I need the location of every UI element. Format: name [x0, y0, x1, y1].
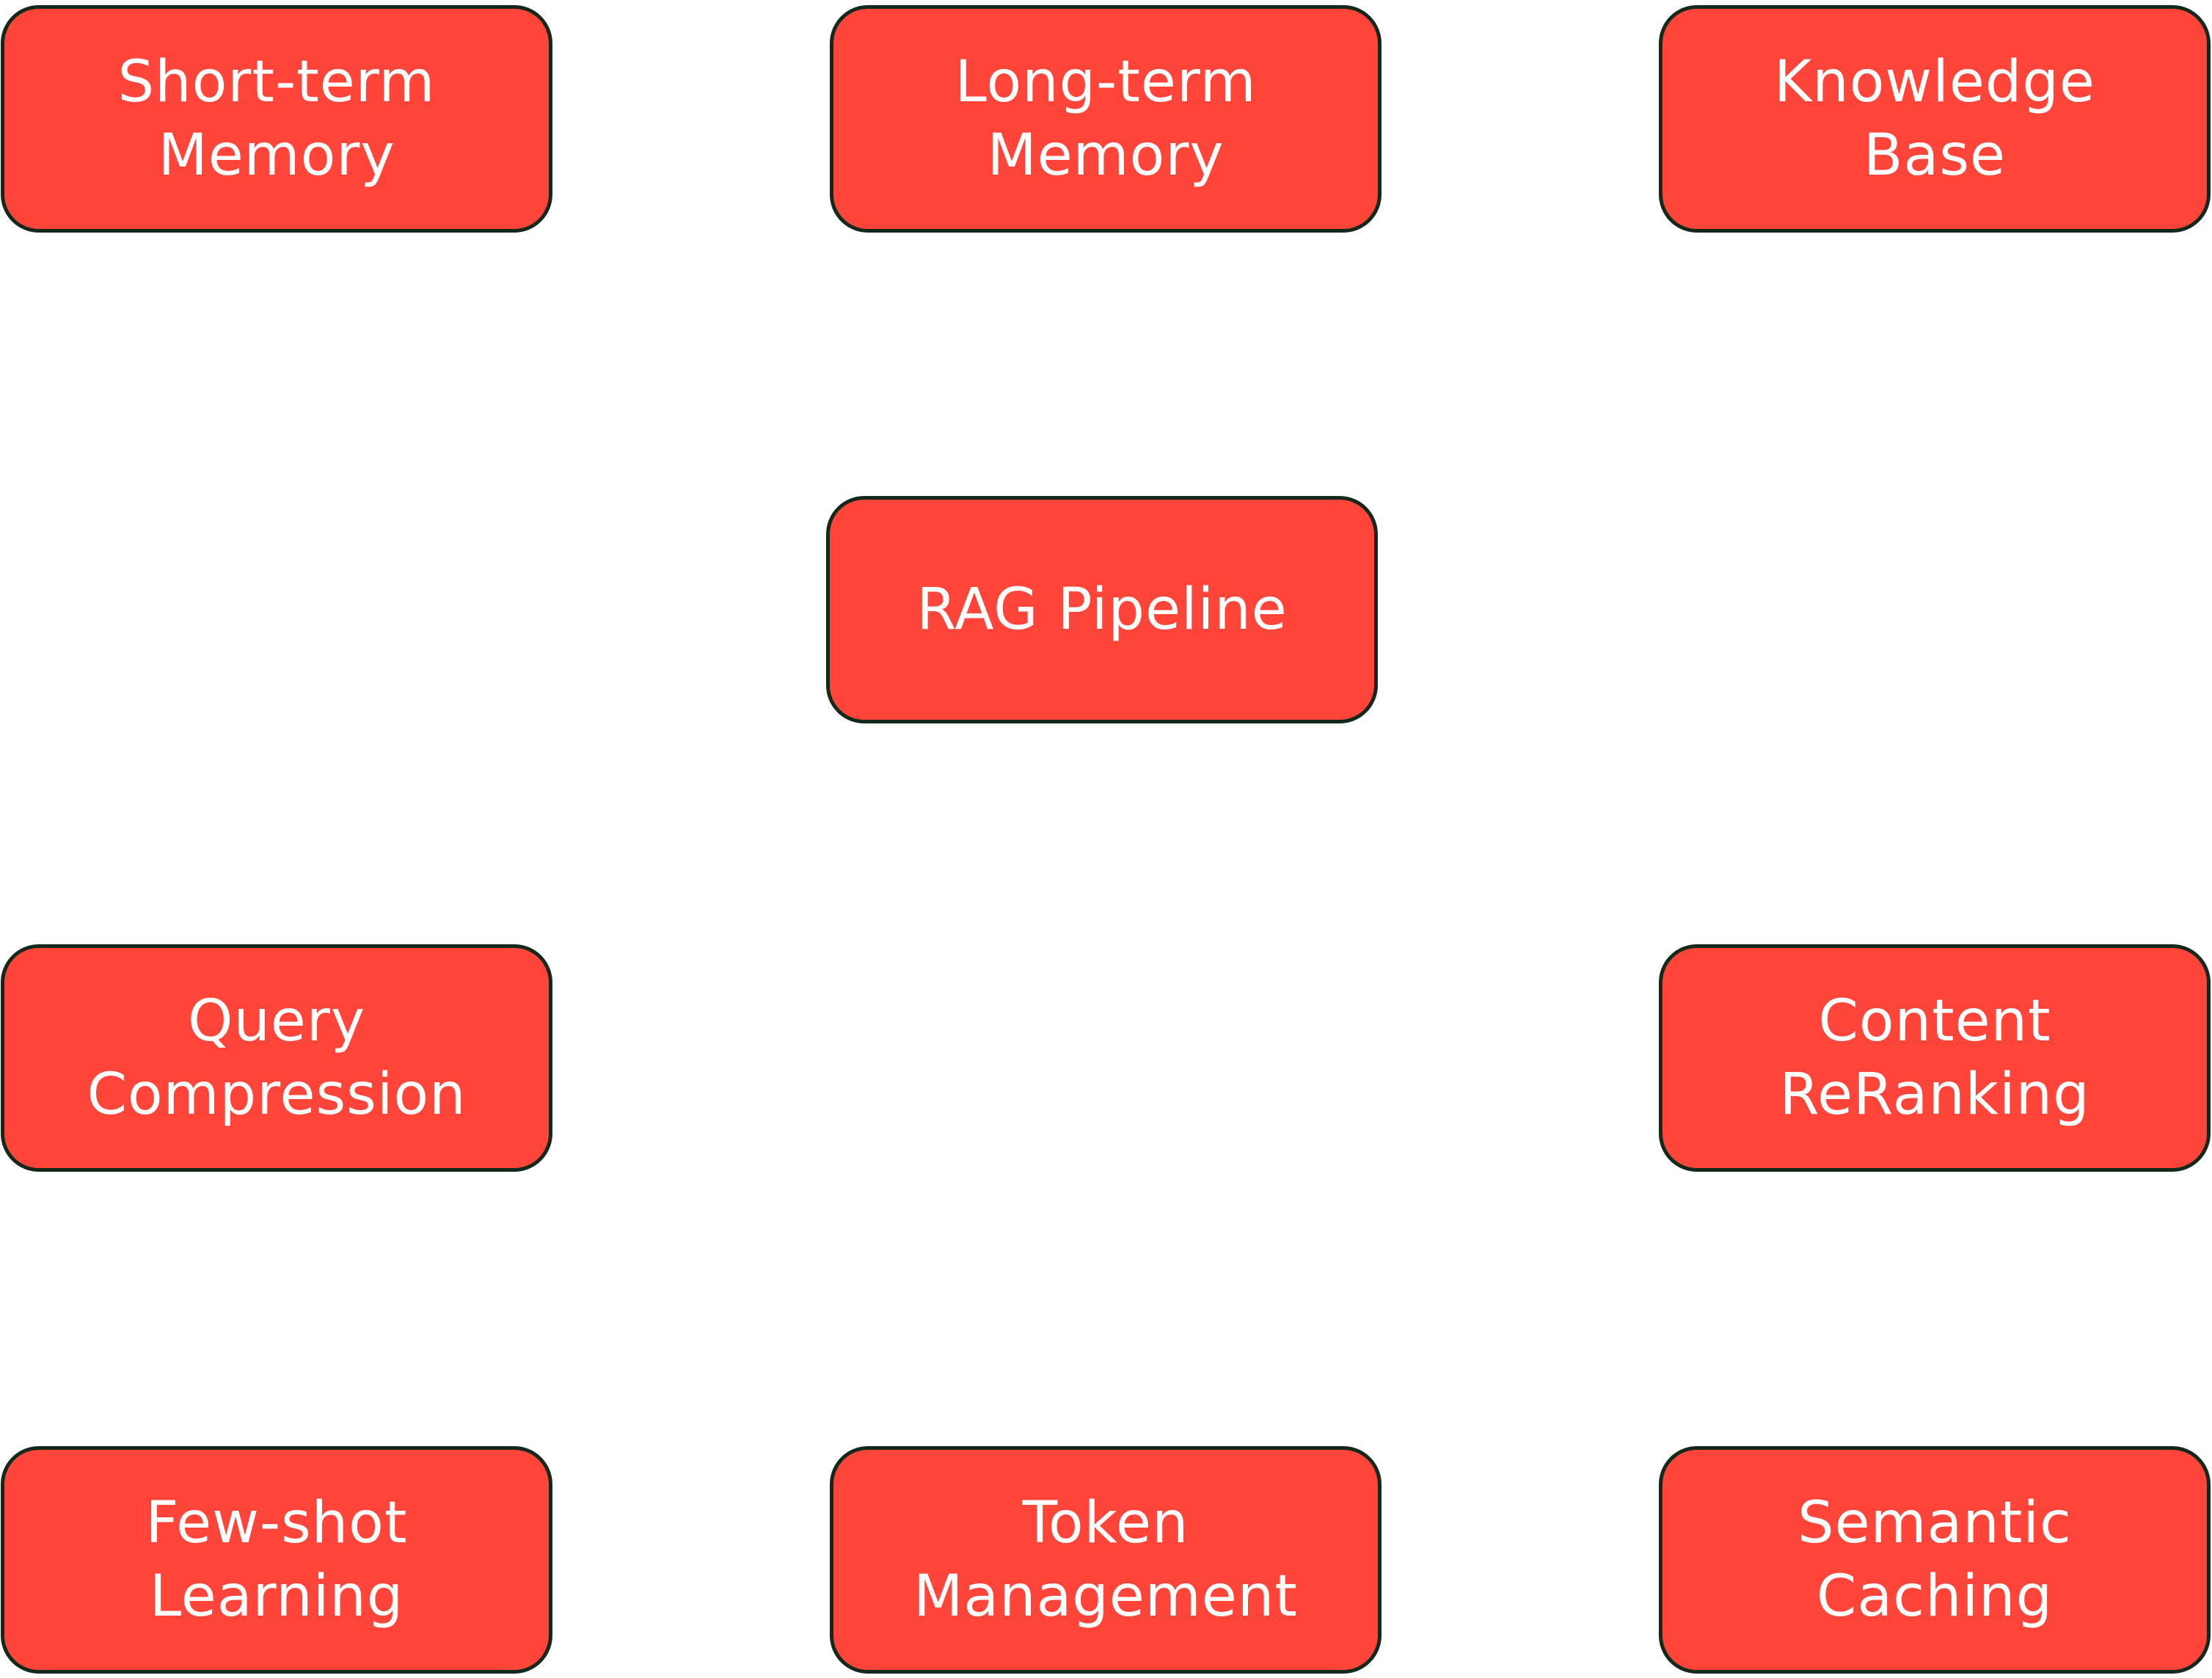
node-label: RAG Pipeline	[916, 577, 1288, 643]
node-token-management: Token Management	[830, 1446, 1381, 1674]
node-knowledge-base: Knowledge Base	[1659, 5, 2211, 233]
node-content-reranking: Content ReRanking	[1659, 944, 2211, 1172]
node-few-shot-learning: Few-shot Learning	[1, 1446, 552, 1674]
node-label: Few-shot Learning	[145, 1490, 408, 1630]
node-label: Short-term Memory	[117, 49, 436, 189]
node-semantic-caching: Semantic Caching	[1659, 1446, 2211, 1674]
node-label: Semantic Caching	[1797, 1490, 2072, 1630]
node-label: Long-term Memory	[954, 49, 1257, 189]
node-rag-pipeline: RAG Pipeline	[826, 496, 1378, 723]
node-label: Token Management	[913, 1490, 1298, 1630]
node-long-term-memory: Long-term Memory	[830, 5, 1381, 233]
node-label: Knowledge Base	[1774, 49, 2095, 189]
node-label: Query Compression	[87, 988, 467, 1128]
node-short-term-memory: Short-term Memory	[1, 5, 552, 233]
node-label: Content ReRanking	[1779, 988, 2090, 1128]
node-query-compression: Query Compression	[1, 944, 552, 1172]
